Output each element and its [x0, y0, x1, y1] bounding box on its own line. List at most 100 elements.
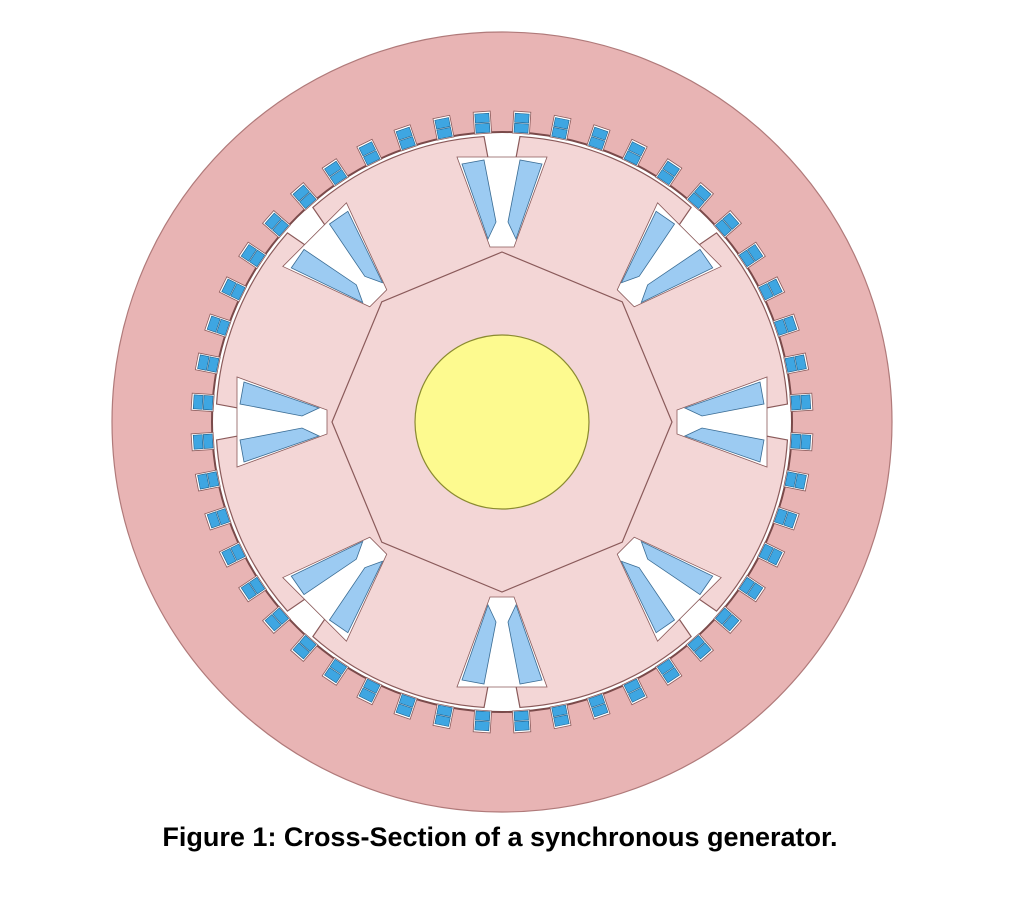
stator-coil-outer: [553, 714, 570, 727]
stator-slot: [262, 209, 291, 239]
stator-coil-inner: [216, 508, 231, 526]
generator-cross-section: [111, 31, 893, 813]
stator-slot: [511, 709, 532, 734]
stator-slot: [713, 209, 742, 239]
stator-slot: [289, 182, 319, 211]
stator-coil-inner: [784, 356, 797, 373]
stator-coil-inner: [623, 150, 641, 166]
stator-slot: [204, 313, 232, 338]
rotor-coil-right: [507, 159, 543, 241]
stator-slot: [262, 605, 291, 635]
stator-slot: [685, 182, 715, 211]
stator-slot: [393, 124, 418, 152]
stator-coil-inner: [687, 192, 705, 210]
stator-coil-outer: [395, 703, 413, 718]
stator-slot: [586, 124, 611, 152]
rotor-coil-left: [461, 159, 497, 241]
stator-coil-inner: [773, 318, 788, 336]
stator-slot: [194, 352, 221, 375]
rotor-field-winding: [236, 376, 328, 468]
stator-coil-outer: [783, 315, 798, 333]
stator-coil-inner: [656, 658, 675, 675]
stator-coil-outer: [591, 126, 609, 141]
stator-coil-inner: [773, 508, 788, 526]
stator-coil-inner: [738, 576, 755, 595]
stator-slot: [713, 605, 742, 635]
stator-coil-inner: [249, 576, 266, 595]
stator-coil-inner: [588, 693, 606, 708]
stator-coil-outer: [197, 473, 210, 490]
stator-coil-outer: [553, 117, 570, 130]
stator-coil-inner: [475, 710, 491, 722]
stator-coil-inner: [475, 122, 491, 134]
rotor-hub: [331, 251, 673, 593]
stator-coil-inner: [714, 607, 732, 625]
stator-coil-inner: [398, 693, 416, 708]
stator-coil-inner: [202, 395, 214, 411]
stator-coil-outer: [206, 511, 221, 529]
stator-coil-inner: [230, 283, 246, 301]
stator-coil-outer: [662, 667, 680, 684]
stator-coil-inner: [436, 704, 453, 717]
shaft: [414, 334, 590, 510]
stator-coil-inner: [249, 249, 266, 268]
stator-coil-outer: [747, 582, 764, 600]
stator-slot: [549, 703, 572, 730]
stator-slot: [356, 138, 383, 168]
stator-coil-inner: [299, 634, 317, 652]
stator-coil-outer: [694, 184, 712, 202]
stator-coil-inner: [790, 395, 802, 411]
rotor-slot: [616, 536, 722, 642]
stator-coil-inner: [202, 433, 214, 449]
figure-caption: Figure 1: Cross-Section of a synchronous…: [162, 822, 838, 852]
stator-slot: [772, 313, 800, 338]
stator-slot: [194, 469, 221, 492]
stator-coil-outer: [192, 394, 204, 410]
stator-coil-outer: [197, 354, 210, 371]
stator-slot: [789, 392, 814, 413]
stator-coil-inner: [436, 127, 453, 140]
stator-slot: [218, 541, 248, 568]
rotor-field-winding: [456, 596, 548, 688]
stator-coil-outer: [221, 278, 237, 296]
rotor-coil-right: [328, 210, 384, 284]
rotor-coil-right: [620, 560, 676, 634]
rotor-coil-right: [290, 540, 364, 596]
stator-slot: [204, 506, 232, 531]
stator-slot: [621, 676, 648, 706]
stator-coil-inner: [714, 219, 732, 237]
stator-coil-inner: [299, 192, 317, 210]
stator-coil-inner: [272, 607, 290, 625]
stator-coil-inner: [207, 471, 220, 488]
stator-slot: [772, 506, 800, 531]
stator-slot: [321, 657, 350, 686]
stator-coil-inner: [216, 318, 231, 336]
rotor-coil-right: [640, 248, 714, 304]
stator-slot: [190, 431, 215, 452]
stator-coil-outer: [240, 244, 257, 262]
stator-slot: [621, 138, 648, 168]
stator-coil-inner: [363, 150, 381, 166]
stator-coil-outer: [783, 511, 798, 529]
stator-slot: [472, 110, 493, 135]
stator-coil-inner: [329, 169, 348, 186]
stator-coil-outer: [206, 315, 221, 333]
stator-slot: [783, 469, 810, 492]
stator-coil-inner: [398, 136, 416, 151]
stator-coil-inner: [738, 249, 755, 268]
stator-coil-outer: [694, 642, 712, 660]
stator-coil-inner: [513, 710, 529, 722]
stator-slot: [756, 541, 786, 568]
stator-slot: [432, 114, 455, 141]
stator-slot: [783, 352, 810, 375]
rotor-field-winding: [676, 376, 768, 468]
stator-coil-inner: [513, 122, 529, 134]
rotor-field-winding: [456, 156, 548, 248]
stator-coil-inner: [551, 127, 568, 140]
stator-coil-inner: [623, 678, 641, 694]
stator-coil-outer: [662, 160, 680, 177]
stator-coil-inner: [784, 471, 797, 488]
stator-coil-outer: [794, 354, 807, 371]
stator-slot: [586, 692, 611, 720]
stator-slot: [238, 241, 267, 270]
